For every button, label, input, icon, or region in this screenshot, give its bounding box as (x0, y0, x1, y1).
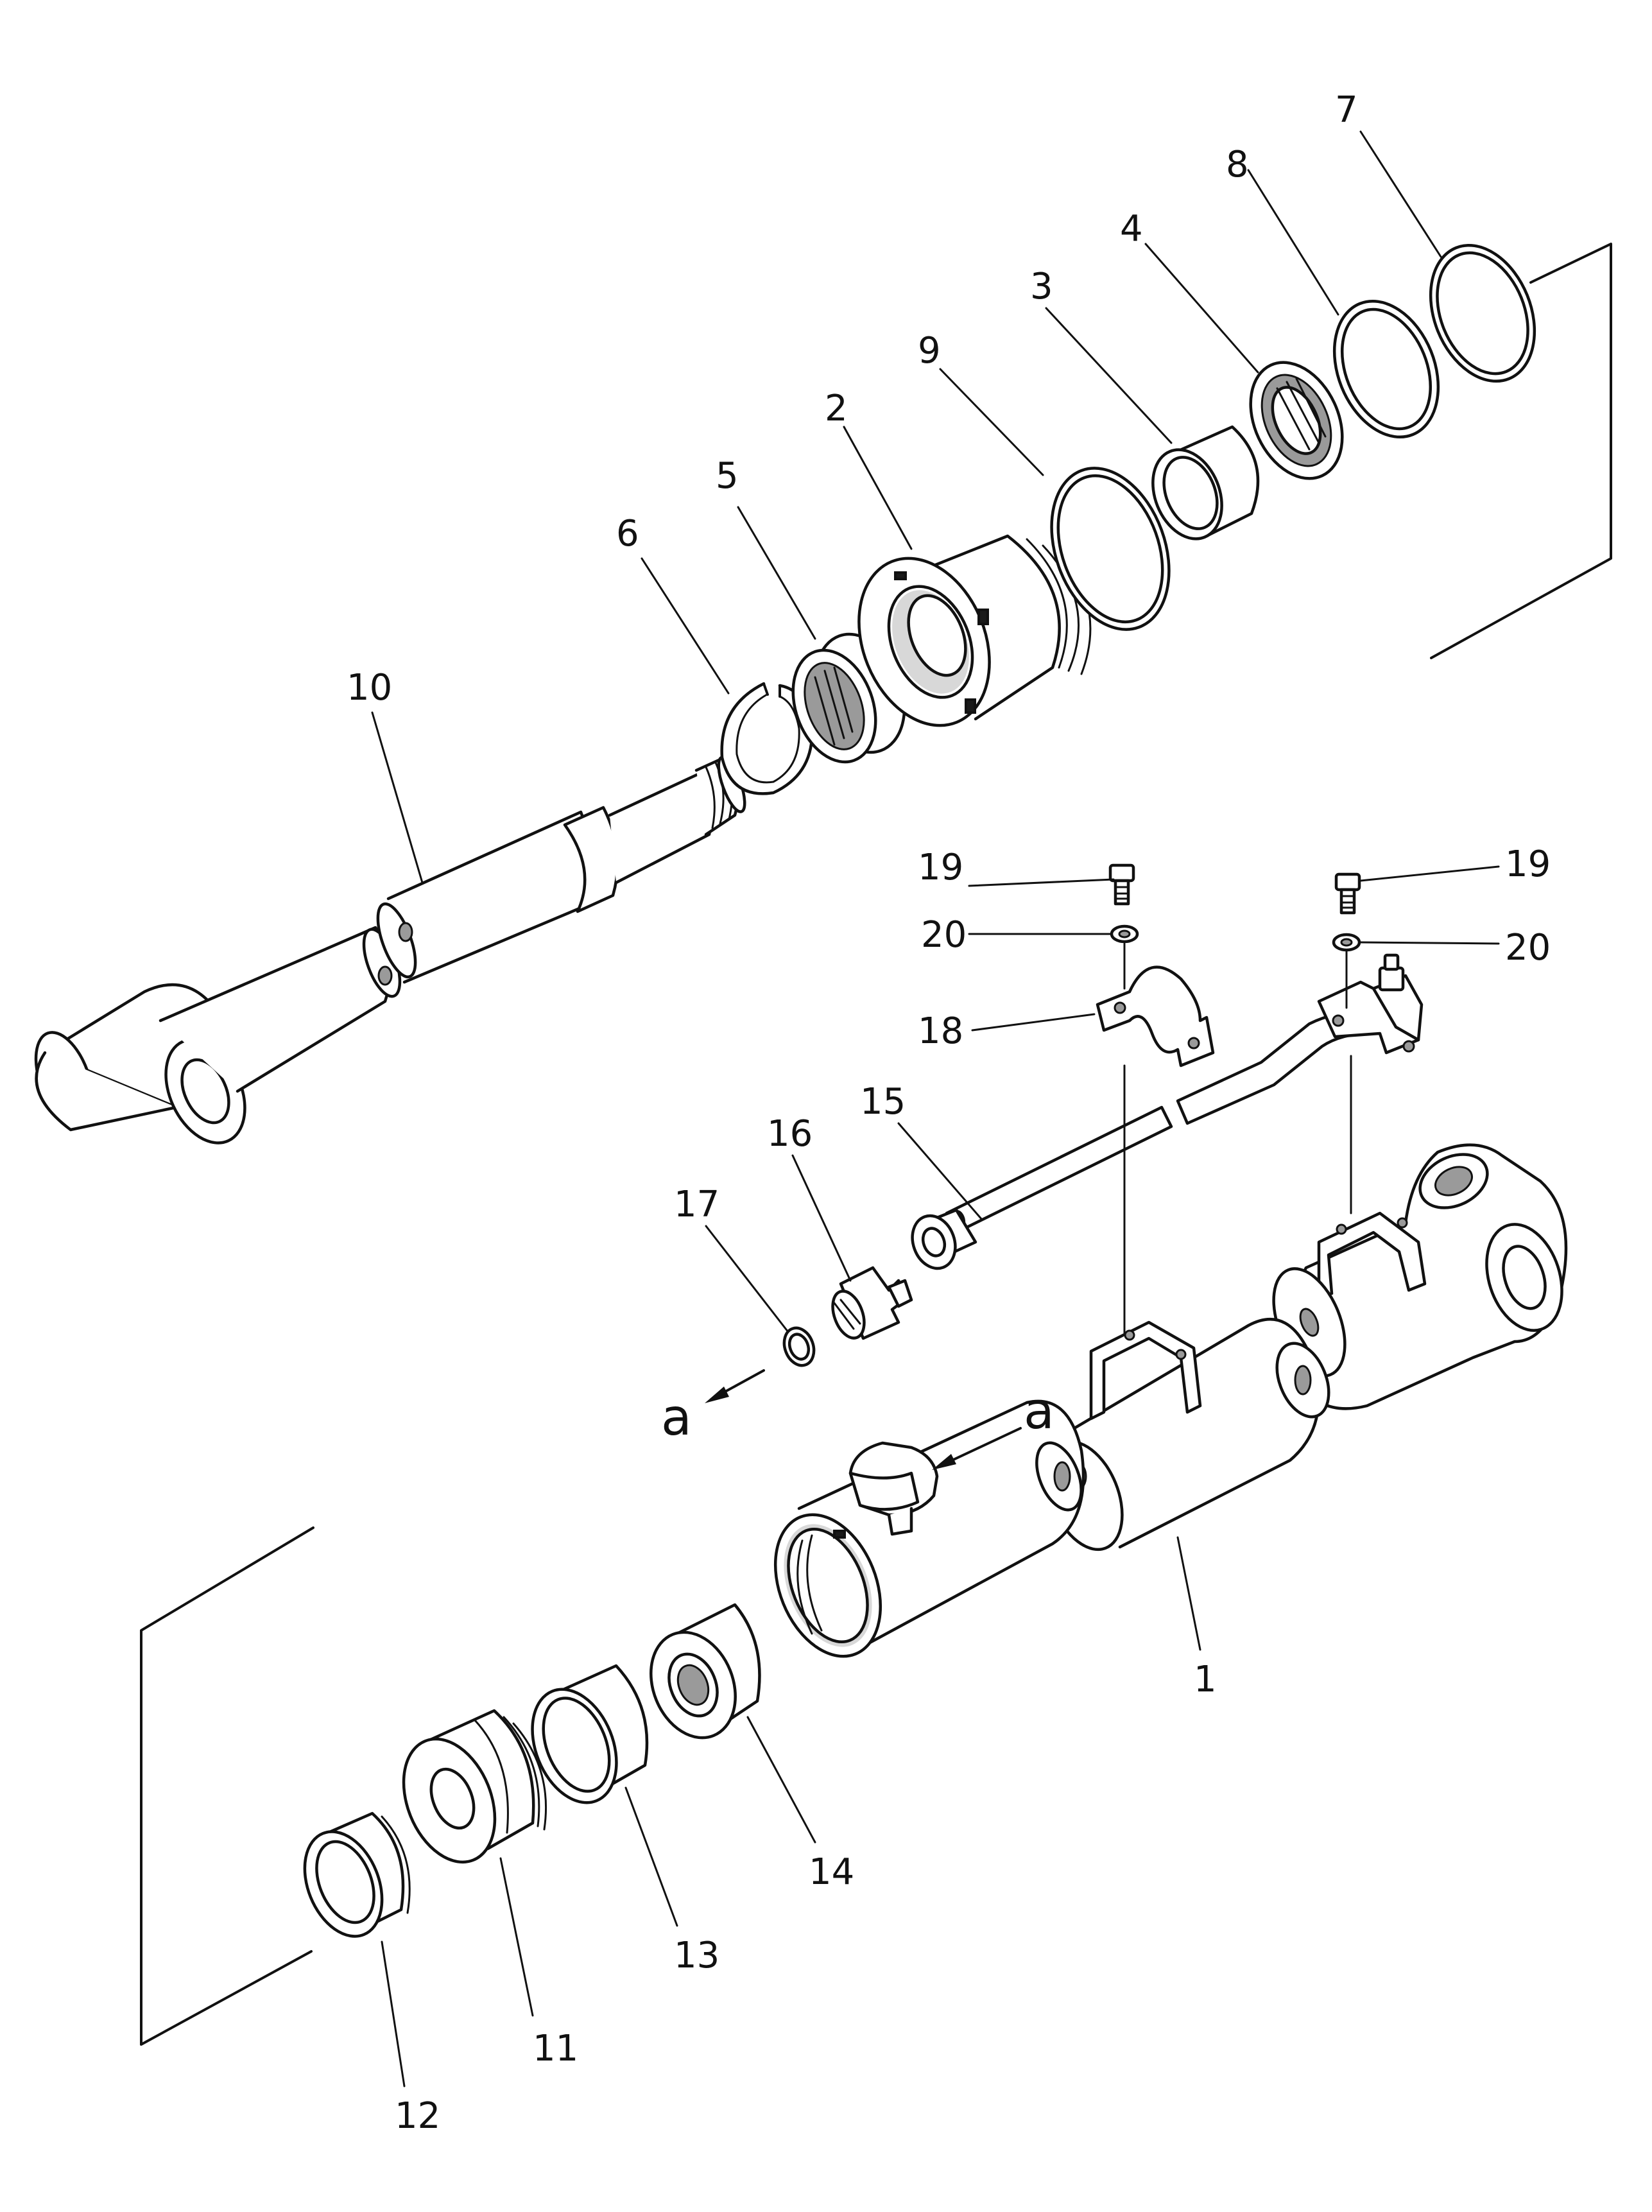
part-label-10: 10 (347, 667, 392, 709)
assembly-guide-lines (1123, 942, 1352, 1336)
part-label-17: 17 (674, 1184, 719, 1225)
part-label-12: 12 (395, 2095, 440, 2137)
part-label-1: 1 (1194, 1659, 1217, 1700)
top-assembly-bracket (1430, 243, 1612, 659)
bolt-part-19-right (1334, 872, 1361, 915)
cylinder-head-part-2 (857, 534, 1092, 727)
wear-ring-part-13 (531, 1664, 649, 1804)
part-label-4: 4 (1120, 208, 1143, 250)
arrow-a-right-label: a (1024, 1383, 1054, 1440)
cylinder-tube-part-1 (773, 1143, 1568, 1658)
arrow-a-left-label: a (661, 1389, 692, 1447)
arrow-a-right: a (932, 1383, 1054, 1470)
washer-part-20-right (1332, 933, 1361, 952)
bolt-part-19-left (1108, 863, 1135, 906)
clamp-part-18 (1096, 965, 1215, 1067)
seal-part-12 (303, 1811, 411, 1938)
piston-part-11 (402, 1709, 547, 1864)
part-label-18: 18 (918, 1010, 963, 1052)
o-ring-part-9 (1050, 467, 1171, 631)
part-label-14: 14 (809, 1851, 854, 1893)
washer-part-20-left (1110, 924, 1139, 944)
part-label-11: 11 (533, 2028, 578, 2069)
part-number-labels: 7 8 4 3 9 2 5 6 10 19 20 18 19 20 15 16 … (347, 89, 1551, 2137)
part-label-19-left: 19 (918, 847, 963, 888)
part-label-2: 2 (825, 388, 848, 429)
arrow-a-left: a (661, 1369, 765, 1447)
pipe-part-15 (911, 953, 1424, 1270)
part-label-19-right: 19 (1505, 843, 1551, 885)
nut-part-14 (650, 1603, 761, 1740)
bushing-part-3 (1151, 425, 1260, 540)
part-label-6: 6 (616, 513, 639, 555)
backup-ring-part-8 (1332, 299, 1440, 439)
part-label-7: 7 (1335, 89, 1358, 131)
piston-rod-part-10 (34, 752, 746, 1145)
part-label-3: 3 (1030, 266, 1053, 307)
leader-lines (371, 130, 1500, 2087)
part-label-13: 13 (674, 1935, 719, 1976)
part-label-16: 16 (767, 1113, 813, 1155)
part-label-20-left: 20 (921, 914, 967, 956)
bushing-part-5 (791, 632, 906, 764)
part-label-15: 15 (860, 1081, 906, 1123)
part-label-20-right: 20 (1505, 927, 1551, 969)
part-label-5: 5 (716, 455, 739, 497)
o-ring-part-17 (782, 1326, 816, 1367)
o-ring-part-7 (1429, 243, 1536, 383)
seal-part-4 (1249, 361, 1344, 480)
part-label-9: 9 (918, 330, 941, 372)
bottom-assembly-bracket (140, 1526, 314, 2046)
part-label-8: 8 (1226, 144, 1249, 186)
elbow-fitting-part-16 (831, 1266, 913, 1340)
